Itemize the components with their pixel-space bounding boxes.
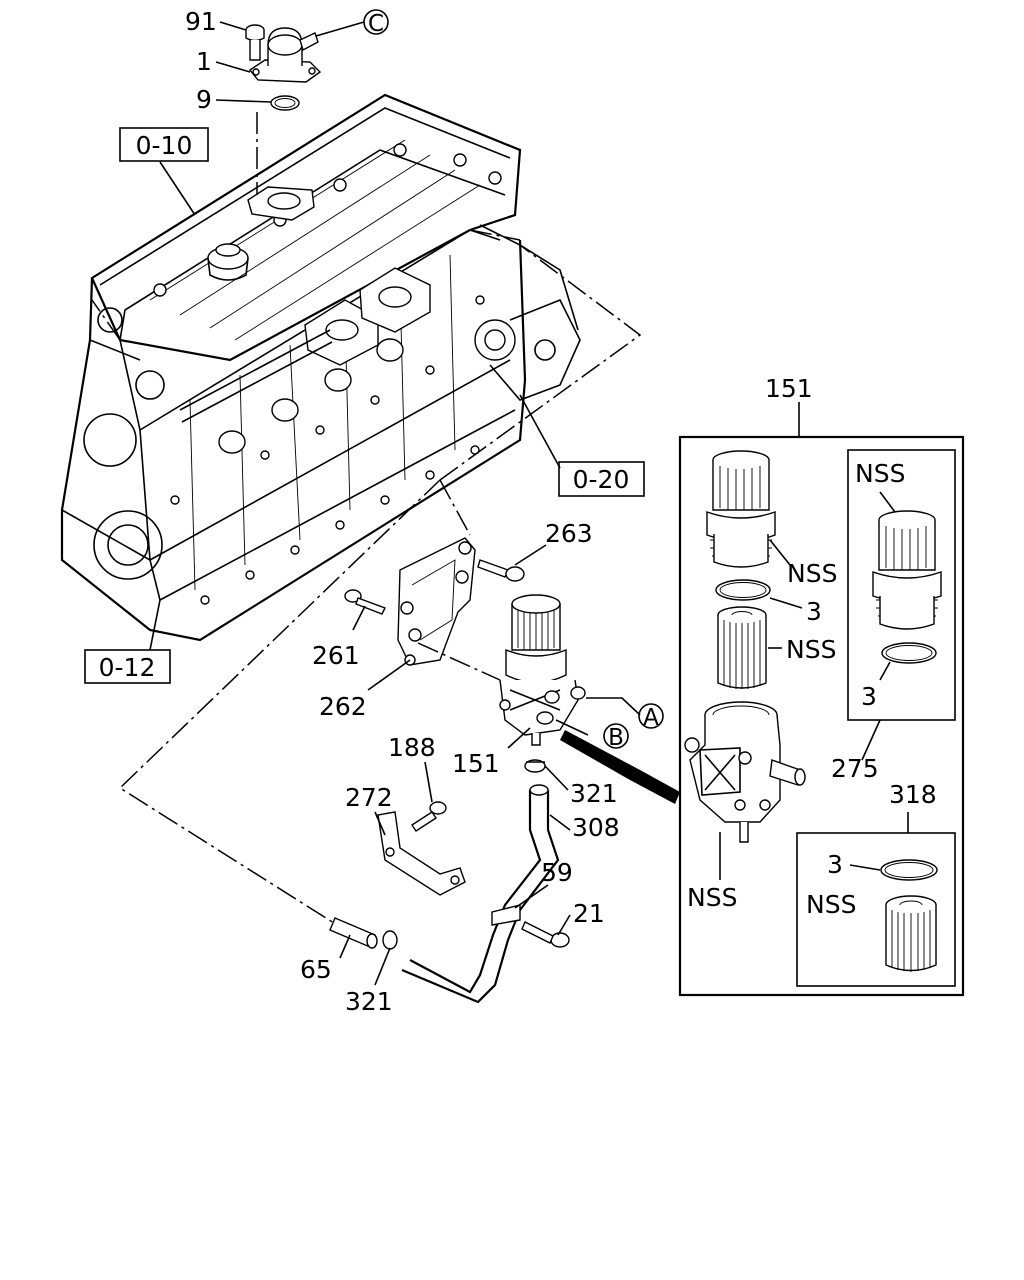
callout-3-main: 3 [806,597,822,626]
callout-272: 272 [345,783,393,812]
callout-308: 308 [572,813,620,842]
callout-59: 59 [541,858,573,887]
svg-text:0-20: 0-20 [573,465,630,494]
callout-262: 262 [319,692,367,721]
connector-a: A [638,703,664,731]
callout-275: 275 [831,754,879,783]
connector-c: C [363,9,389,37]
callout-263: 263 [545,519,593,548]
connector-c-label: C [368,11,384,37]
filter-base-housing [684,701,806,843]
callout-188: 188 [388,733,436,762]
callout-321-lower: 321 [345,987,393,1016]
connector-a-label: A [643,705,659,731]
oil-pipe-assembly [329,759,570,1004]
ref-box-0-12: 0-12 [84,649,171,684]
filter-cap-275 [872,510,942,630]
callout-nss-element: NSS [786,635,836,664]
engine-block [60,93,581,642]
connector-b: B [603,723,629,751]
ref-box-0-20: 0-20 [558,461,645,497]
assembly-phantom-boundary [118,479,441,931]
detail-box-275 [847,449,956,721]
detail-box-318 [796,832,956,987]
ref-box-0-10: 0-10 [119,127,209,162]
callout-261: 261 [312,641,360,670]
callout-nss-base: NSS [687,883,737,912]
callout-nss-box275: NSS [855,459,905,488]
filter-element [717,606,767,689]
callout-65: 65 [300,955,332,984]
callout-21: 21 [573,899,605,928]
callout-318: 318 [889,780,937,809]
callout-91: 91 [185,7,217,36]
callout-nss-box318: NSS [806,890,856,919]
o-ring-3-box275 [881,642,937,664]
callout-1: 1 [196,47,212,76]
callout-9: 9 [196,85,212,114]
svg-text:0-10: 0-10 [136,131,193,160]
connector-b-label: B [608,725,624,751]
callout-3-box275: 3 [861,682,877,711]
callout-151-mid: 151 [452,749,500,778]
leader-lines [149,21,909,986]
filter-element-318 [885,895,937,972]
detail-box-151 [678,435,965,997]
callout-labels: 91 1 9 151 263 261 262 151 188 272 321 3… [185,7,937,1016]
callout-151-top: 151 [765,374,813,403]
svg-text:0-12: 0-12 [99,653,156,682]
filter-cap-large [706,450,776,568]
oil-outlet-assembly [245,24,322,195]
callout-3-box318: 3 [827,850,843,879]
callout-nss-cap: NSS [787,559,837,588]
o-ring-3 [715,579,771,601]
callout-321-upper: 321 [570,779,618,808]
o-ring-3-box318 [880,859,938,881]
